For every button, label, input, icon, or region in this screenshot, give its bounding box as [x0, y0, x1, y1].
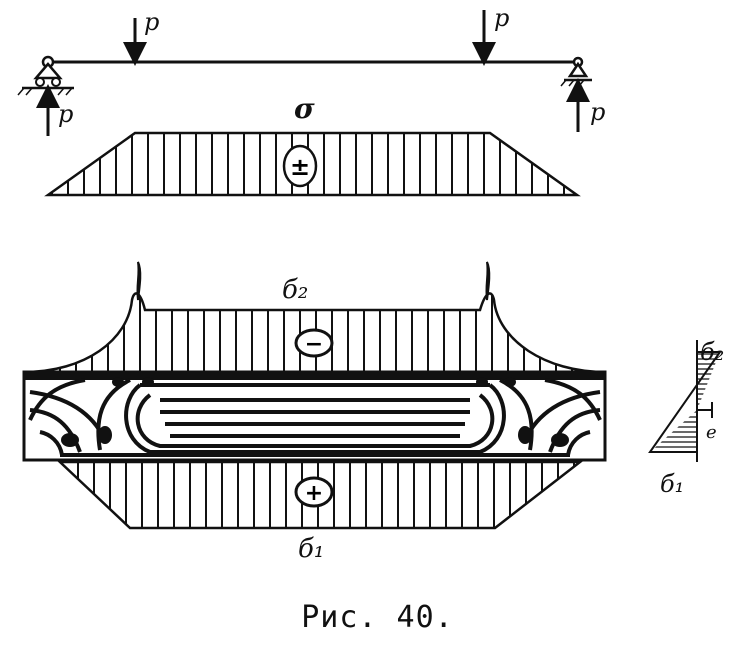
reaction-label-left: p — [58, 100, 73, 128]
sigma1-label: б₁ — [298, 534, 324, 564]
reaction-label-right: p — [590, 98, 605, 126]
figure-caption: Рис. 40. — [301, 600, 454, 635]
fringe-pattern — [22, 370, 607, 462]
section-stress-diagram: б₂ e б₁ — [648, 338, 724, 498]
load-label-right: p — [494, 4, 509, 32]
right-support — [560, 61, 592, 87]
beam-scheme: p p p p — [17, 4, 605, 136]
sigma1-small-label: б₁ — [660, 470, 684, 498]
sign-top: − — [305, 332, 323, 357]
left-support — [17, 62, 74, 96]
sign-oval-top — [294, 328, 334, 358]
sigma-label: σ — [294, 92, 315, 125]
sigma2-label: б₂ — [282, 275, 308, 305]
sign-bottom: + — [305, 481, 323, 506]
sigma2-diagram: б₂ − — [23, 261, 606, 374]
sigma1-diagram: + б₁ — [56, 460, 584, 564]
e-label: e — [706, 422, 717, 443]
sigma-diagram-theory: σ ± — [44, 92, 581, 197]
sign-oval-beam — [282, 144, 318, 188]
spike-right — [485, 261, 491, 301]
sign-oval-bottom — [294, 476, 334, 508]
load-label-left: p — [144, 8, 159, 36]
spike-left — [136, 261, 142, 301]
sigma2-small-label: б₂ — [700, 338, 724, 366]
sign-beam: ± — [290, 153, 310, 181]
